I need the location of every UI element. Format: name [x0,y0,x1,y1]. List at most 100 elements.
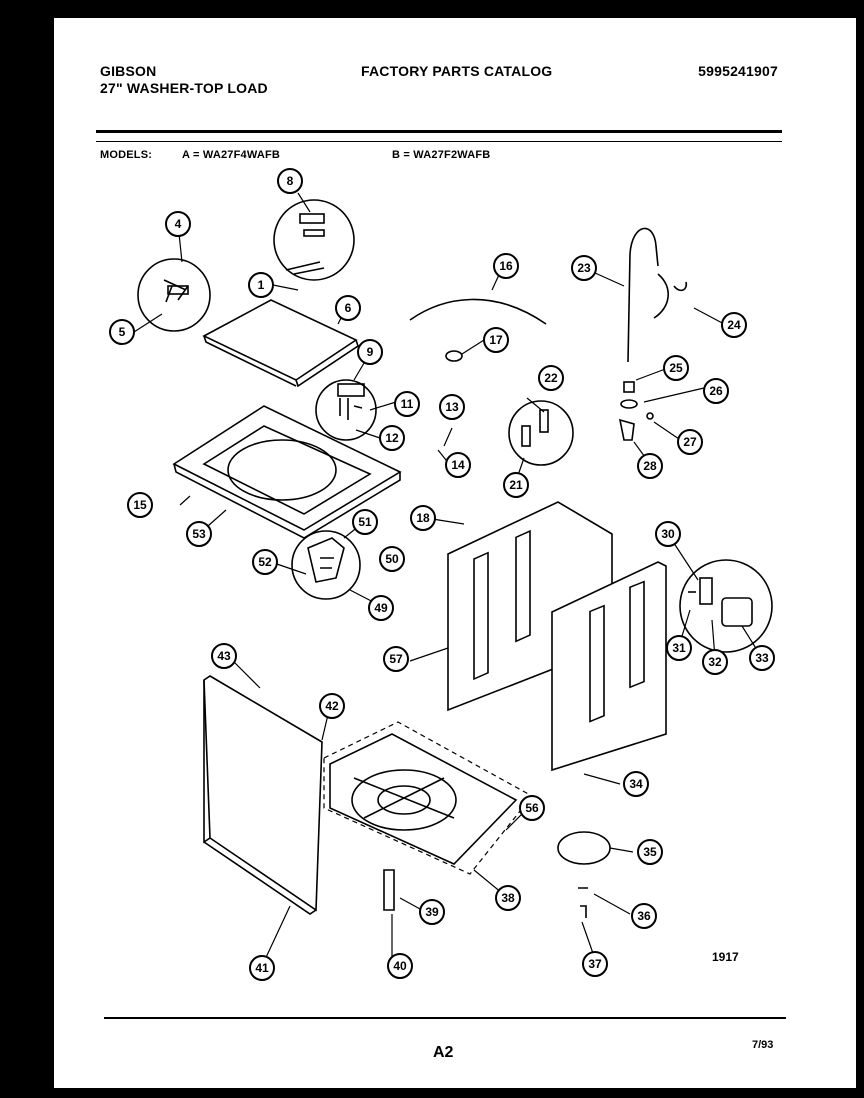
callout-37: 37 [582,951,608,977]
callout-26: 26 [703,378,729,404]
svg-text:28: 28 [643,459,657,473]
svg-text:36: 36 [637,909,651,923]
callout-41: 41 [249,955,275,981]
callout-27: 27 [677,429,703,455]
svg-text:43: 43 [217,649,231,663]
exploded-parts-diagram: 1 4 5 6 8 9 11 12 13 14 15 16 17 18 21 2… [109,168,775,981]
svg-text:51: 51 [358,515,372,529]
callout-35: 35 [637,839,663,865]
svg-text:33: 33 [755,651,769,665]
detail-circle-timer [679,559,773,653]
callout-15: 15 [127,492,153,518]
callout-56: 56 [519,795,545,821]
svg-text:15: 15 [133,498,147,512]
callout-40: 40 [387,953,413,979]
svg-text:26: 26 [709,384,723,398]
callout-36: 36 [631,903,657,929]
callout-31: 31 [666,635,692,661]
callout-43: 43 [211,643,237,669]
callout-33: 33 [749,645,775,671]
svg-text:16: 16 [499,259,513,273]
callout-9: 9 [357,339,383,365]
catalog-title: FACTORY PARTS CATALOG [361,63,553,79]
callout-24: 24 [721,312,747,338]
brand-name: GIBSON [100,63,157,79]
callout-57: 57 [383,646,409,672]
callout-6: 6 [335,295,361,321]
callout-16: 16 [493,253,519,279]
callout-28: 28 [637,453,663,479]
callout-30: 30 [655,521,681,547]
figure-number: 1917 [712,950,739,964]
svg-text:57: 57 [389,652,403,666]
fill-hose [409,298,547,325]
svg-text:32: 32 [708,655,722,669]
base-frame [323,721,533,875]
leader-lines [133,192,763,967]
svg-text:23: 23 [577,261,591,275]
callout-8: 8 [277,168,303,194]
svg-text:4: 4 [175,217,182,231]
svg-text:49: 49 [374,601,388,615]
svg-text:14: 14 [451,458,465,472]
detail-circle-hinge-left [137,258,211,332]
callout-32: 32 [702,649,728,675]
callout-18: 18 [410,505,436,531]
svg-text:8: 8 [287,174,294,188]
svg-text:22: 22 [544,371,558,385]
callout-50: 50 [379,546,405,572]
header-rule-thin [96,141,782,142]
svg-text:56: 56 [525,801,539,815]
svg-text:53: 53 [192,527,206,541]
model-b: B = WA27F2WAFB [392,149,491,161]
cabinet-front-panel [551,561,667,772]
svg-text:21: 21 [509,478,523,492]
svg-text:24: 24 [727,318,741,332]
washer-lid [202,299,358,381]
catalog-part-number: 5995241907 [698,63,778,79]
svg-text:30: 30 [661,527,675,541]
snubber-ring [557,831,611,865]
callout-5: 5 [109,319,135,345]
svg-text:18: 18 [416,511,430,525]
callout-38: 38 [495,885,521,911]
svg-text:38: 38 [501,891,515,905]
svg-text:9: 9 [367,345,374,359]
detail-circle-console-bracket [291,530,361,600]
svg-text:25: 25 [669,361,683,375]
product-subtitle: 27" WASHER-TOP LOAD [100,80,268,96]
model-a: A = WA27F4WAFB [182,149,281,161]
svg-text:31: 31 [672,641,686,655]
callout-49: 49 [368,595,394,621]
callout-39: 39 [419,899,445,925]
svg-text:13: 13 [445,400,459,414]
svg-text:40: 40 [393,959,407,973]
callout-11: 11 [394,391,420,417]
detail-circle-water-valve [508,400,574,466]
svg-text:37: 37 [588,957,602,971]
footer-rule [104,1017,786,1019]
svg-text:50: 50 [385,552,399,566]
svg-text:41: 41 [255,961,269,975]
detail-circle-lid-switch [315,379,377,441]
callout-53: 53 [186,521,212,547]
svg-text:42: 42 [325,699,339,713]
svg-text:17: 17 [489,333,503,347]
catalog-sheet: GIBSON 27" WASHER-TOP LOAD FACTORY PARTS… [54,18,856,1088]
header-rule-thick [96,130,782,133]
svg-text:34: 34 [629,777,643,791]
callout-1: 1 [248,272,274,298]
detail-circle-hinge-top [273,199,355,281]
callout-21: 21 [503,472,529,498]
callout-23: 23 [571,255,597,281]
front-service-panel [203,675,323,915]
washer-top-panel [172,405,402,539]
revision-date: 7/93 [752,1039,774,1051]
callout-12: 12 [379,425,405,451]
callout-25: 25 [663,355,689,381]
svg-text:35: 35 [643,845,657,859]
svg-text:39: 39 [425,905,439,919]
svg-text:1: 1 [258,278,265,292]
callout-17: 17 [483,327,509,353]
callout-4: 4 [165,211,191,237]
